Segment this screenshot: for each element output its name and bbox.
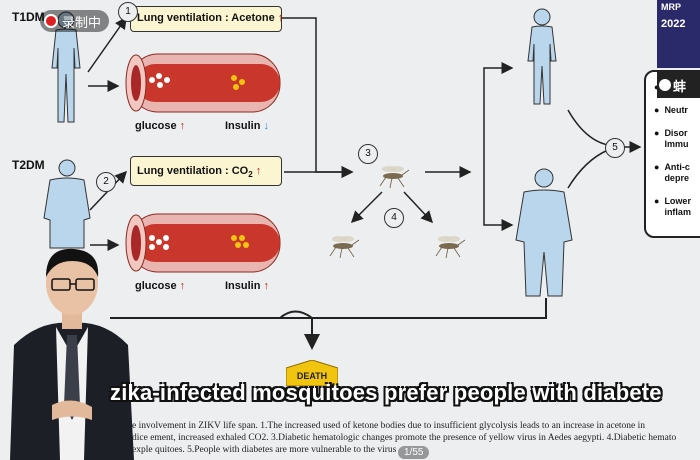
bullet-icon: ●: [654, 162, 660, 172]
mosquito-icon: [379, 166, 410, 189]
down-arrow-icon: ↓: [263, 120, 270, 132]
recording-indicator[interactable]: 录制中: [40, 10, 110, 32]
insulin-label-bottom: Insulin ↑: [225, 280, 270, 292]
caption-line-3: exple quitoes. 5.People with diabetes ar…: [132, 445, 397, 455]
bullet-icon: ●: [654, 105, 660, 115]
step-number-4: 4: [384, 208, 404, 228]
step-number-2: 2: [96, 172, 116, 192]
app-logo-icon: [659, 79, 671, 91]
panel-item: ●Anti-c depre: [654, 162, 690, 183]
bullet-icon: ●: [654, 128, 660, 138]
panel-item: ●Lower inflam: [654, 196, 691, 217]
step-number-5: 5: [605, 138, 625, 158]
mosquito-icon: [329, 236, 360, 259]
blood-vessel-top: [125, 53, 281, 113]
vent-box-acetone: Lung ventilation : Acetone ↑: [130, 6, 284, 32]
up-arrow-icon: ↑: [255, 165, 262, 177]
video-subtitle: zika-infected mosquitoes prefer people w…: [110, 380, 662, 405]
page-indicator[interactable]: 1/55: [398, 446, 430, 459]
app-badge[interactable]: 蚌: [657, 72, 700, 98]
mosquito-icon: [435, 236, 466, 259]
insulin-label-top: Insulin ↓: [225, 120, 270, 132]
death-badge-shape: [286, 360, 338, 386]
death-label: DEATH: [296, 371, 328, 381]
step-number-3: 3: [358, 144, 378, 164]
pip-text-1: MRP: [661, 2, 681, 12]
recording-label: 录制中: [62, 14, 102, 30]
vent-box-co2-text: Lung ventilation : CO: [137, 165, 249, 177]
up-arrow-icon: ↑: [277, 12, 284, 24]
thin-human-figure: [527, 8, 557, 105]
app-badge-text: 蚌: [673, 78, 687, 94]
heavy-human-figure: [515, 168, 573, 297]
up-arrow-icon: ↑: [179, 280, 186, 292]
panel-item: ●Neutr: [654, 105, 688, 115]
panel-item: ●Disor Immu: [654, 128, 689, 149]
t1dm-label: T1DM: [12, 10, 45, 24]
glucose-label-top: glucose ↑: [135, 120, 186, 132]
t2dm-label: T2DM: [12, 158, 45, 172]
blood-vessel-bottom: [125, 213, 281, 273]
pip-text-2: 2022: [661, 18, 686, 30]
bullet-icon: ●: [654, 196, 660, 206]
t2dm-human-figure: [43, 159, 91, 249]
up-arrow-icon: ↑: [179, 120, 186, 132]
vent-box-acetone-text: Lung ventilation : Acetone: [137, 12, 275, 24]
glucose-label-bottom: glucose ↑: [135, 280, 186, 292]
vent-box-co2-sub: 2: [248, 170, 253, 180]
record-dot-icon: [44, 14, 58, 28]
step-number-1: 1: [118, 2, 138, 22]
vent-box-co2: Lung ventilation : CO2 ↑: [130, 156, 282, 186]
figure-caption: e involvement in ZIKV life span. 1.The i…: [132, 420, 700, 456]
up-arrow-icon: ↑: [263, 280, 270, 292]
panel-item: ●: [654, 82, 700, 93]
presenter-video: [10, 248, 134, 460]
bullet-icon: ●: [654, 82, 659, 93]
caption-line-2: dice ement, increased exhaled CO2. 3.Dia…: [132, 433, 677, 443]
caption-line-1: e involvement in ZIKV life span. 1.The i…: [132, 421, 646, 431]
death-badge: DEATH: [286, 360, 338, 386]
t1dm-human-figure: [51, 11, 81, 123]
video-pip[interactable]: MRP 2022: [657, 0, 700, 68]
effects-panel: ● ●Neutr ●Disor Immu ●Anti-c depre ●Lowe…: [644, 70, 700, 238]
